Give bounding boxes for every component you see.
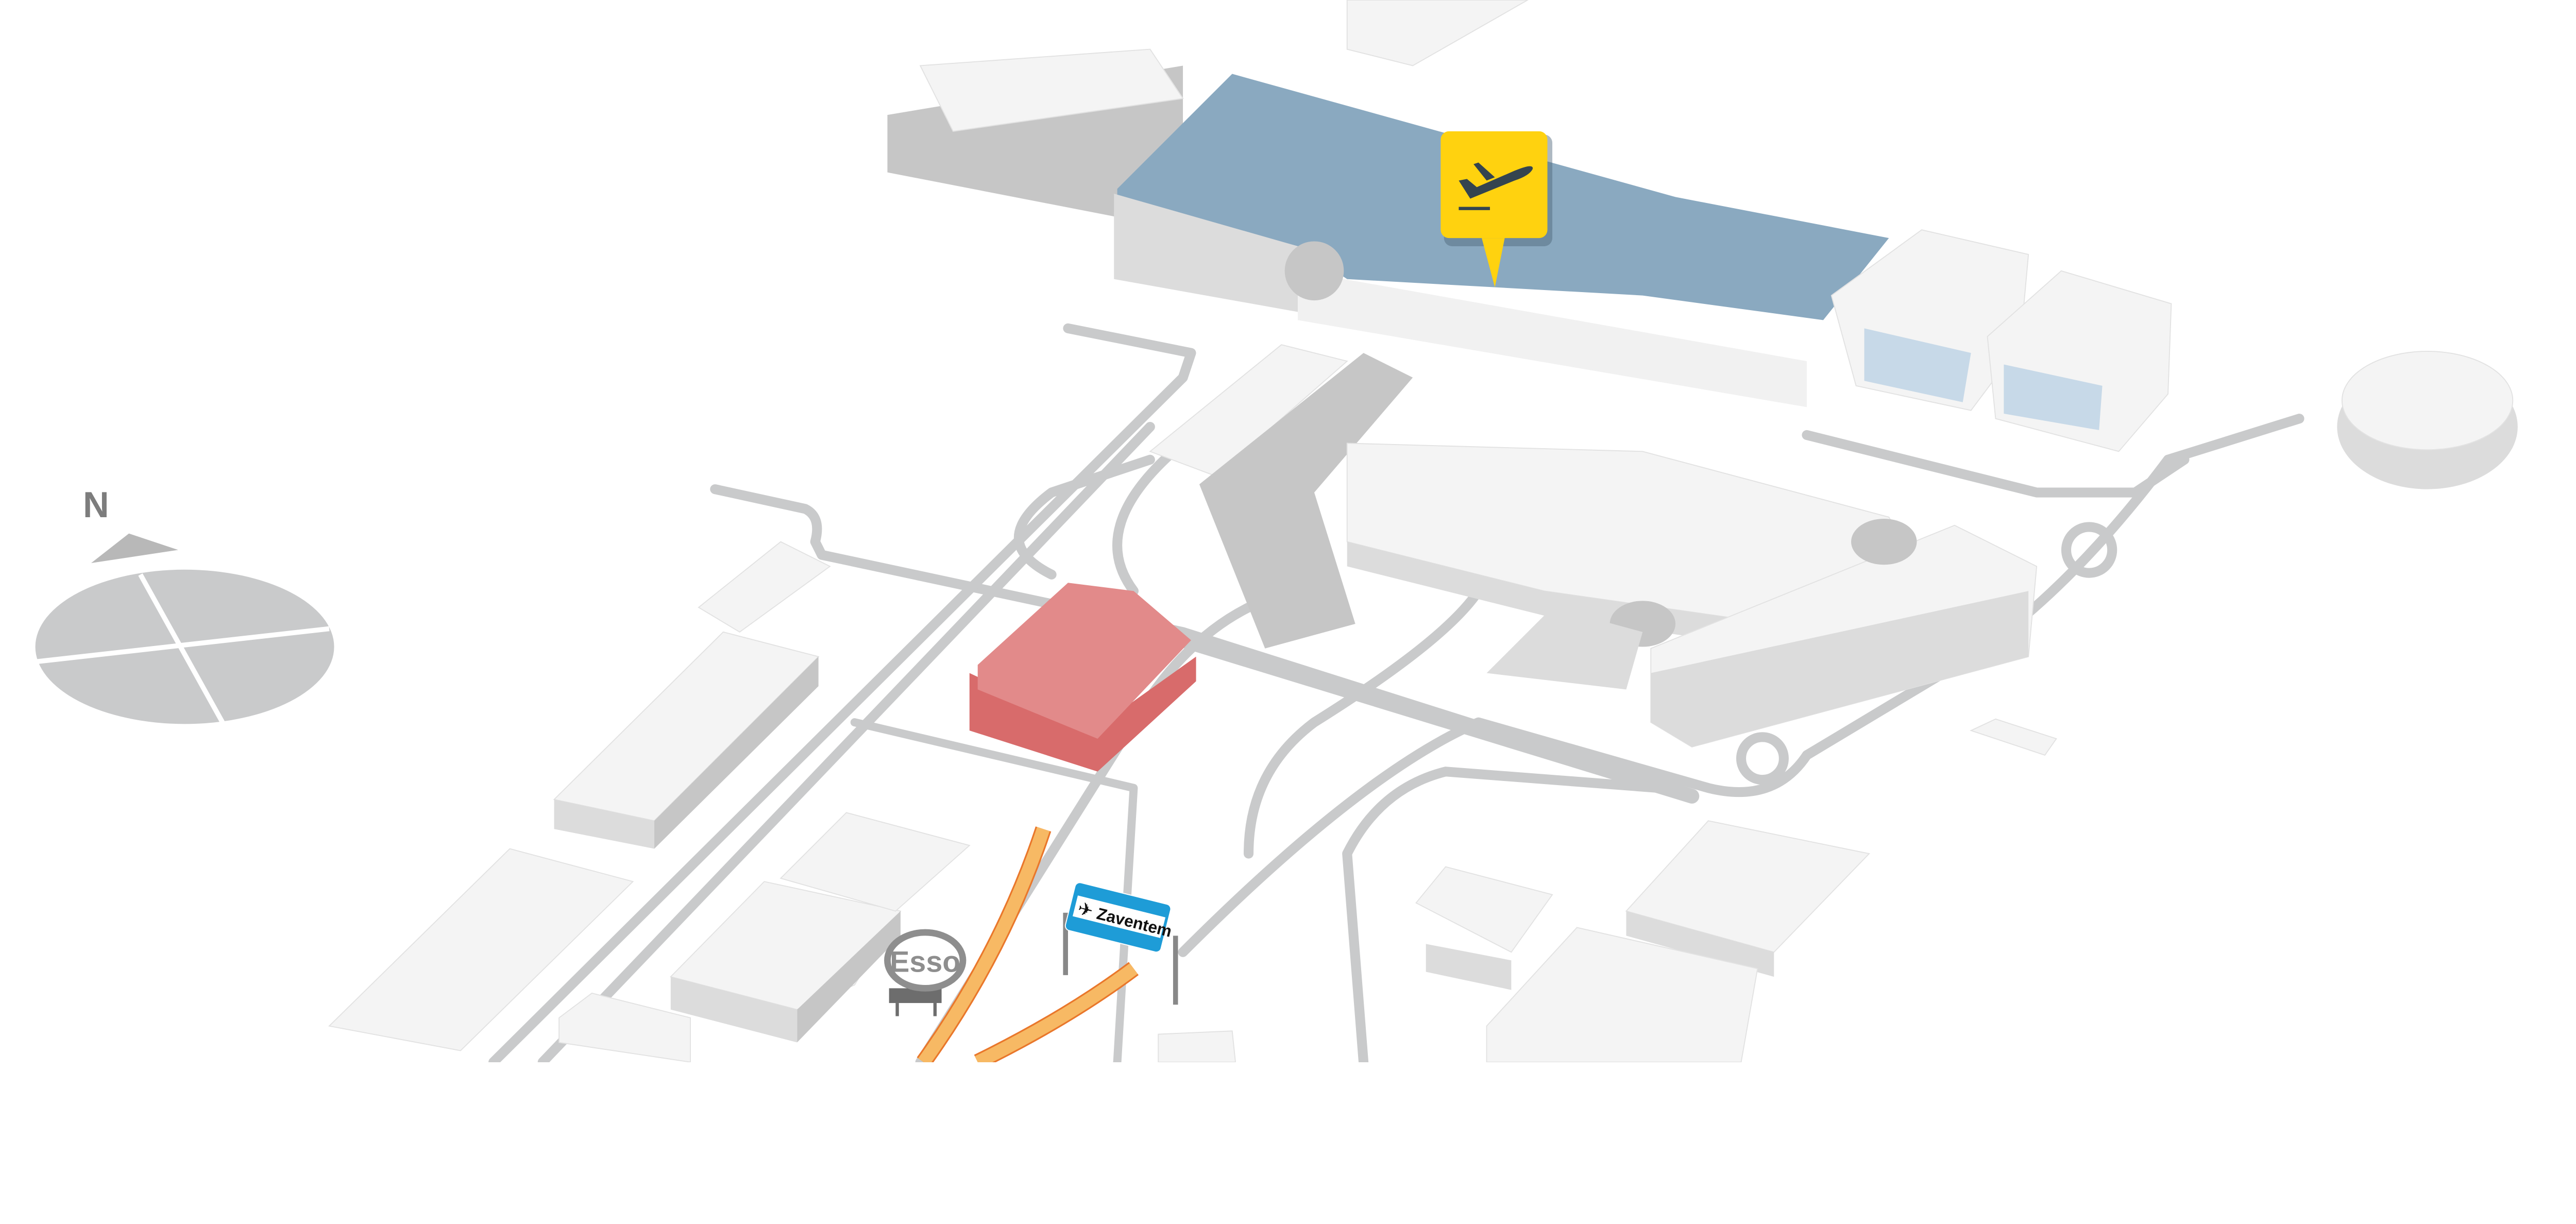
zaventem-road-sign: ✈ Zaventem <box>1063 882 1178 1005</box>
parking-garages <box>1149 344 2038 747</box>
compass-rose: N <box>35 485 334 724</box>
buildings <box>328 541 2057 1062</box>
airplane-departure-icon <box>1459 162 1533 210</box>
terminal-departures-marker[interactable] <box>1440 131 1553 287</box>
airport-map: N Esso ✈ Zaventem <box>35 0 2518 1062</box>
north-arrow-icon <box>91 533 178 564</box>
north-label: N <box>83 485 109 525</box>
esso-station[interactable]: Esso <box>884 929 967 1016</box>
highlighted-parking <box>969 583 1196 772</box>
motorway <box>917 826 1139 1062</box>
terminal-building <box>887 0 2518 489</box>
esso-logo: Esso <box>890 946 960 979</box>
